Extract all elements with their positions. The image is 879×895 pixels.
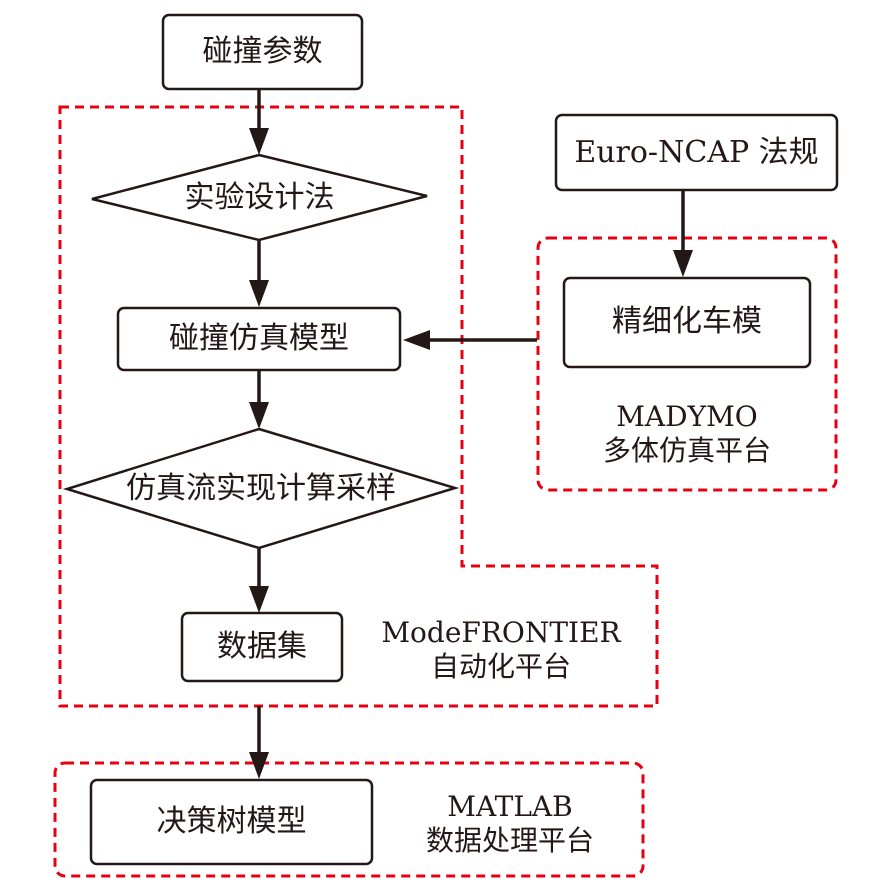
arrowhead xyxy=(249,586,269,613)
euro-ncap-box[interactable] xyxy=(554,113,839,192)
matlab-group-label: MATLAB 数据处理平台 xyxy=(390,790,630,858)
sampling-label: 仿真流实现计算采样 xyxy=(126,471,396,506)
sampling-diamond[interactable] xyxy=(62,427,460,550)
decision-tree-label: 决策树模型 xyxy=(156,804,307,839)
doe-diamond[interactable] xyxy=(91,153,428,242)
madymo-group-border xyxy=(536,236,838,492)
collision-params-label: 碰撞参数 xyxy=(202,34,323,69)
modefrontier-desc: 自动化平台 xyxy=(430,650,571,683)
modefrontier-group-label: ModeFRONTIER 自动化平台 xyxy=(370,616,632,684)
arrowhead xyxy=(673,250,693,277)
crash-model-label: 碰撞仿真模型 xyxy=(169,321,349,356)
crash-model-box[interactable] xyxy=(116,306,402,372)
arrowhead xyxy=(249,128,269,155)
dataset-box[interactable] xyxy=(180,611,344,683)
euro-ncap-label: Euro-NCAP 法规 xyxy=(574,135,819,170)
doe-label: 实验设计法 xyxy=(184,180,335,215)
madymo-group-label: MADYMO 多体仿真平台 xyxy=(538,400,836,468)
collision-params-box[interactable] xyxy=(161,13,364,91)
matlab-name: MATLAB xyxy=(447,790,573,823)
decision-tree-box[interactable] xyxy=(89,778,374,866)
arrowhead xyxy=(249,752,269,779)
madymo-name: MADYMO xyxy=(616,400,758,433)
dataset-label: 数据集 xyxy=(217,629,307,664)
matlab-group-border xyxy=(53,761,645,878)
arrowhead xyxy=(249,280,269,307)
modefrontier-name: ModeFRONTIER xyxy=(381,616,621,649)
madymo-desc: 多体仿真平台 xyxy=(602,434,771,467)
matlab-desc: 数据处理平台 xyxy=(425,824,594,857)
fine-car-model-label: 精细化车模 xyxy=(612,304,762,339)
arrowhead xyxy=(249,402,269,429)
arrowhead xyxy=(403,330,430,350)
modefrontier-group-border xyxy=(58,105,659,708)
fine-car-model-box[interactable] xyxy=(562,276,812,369)
